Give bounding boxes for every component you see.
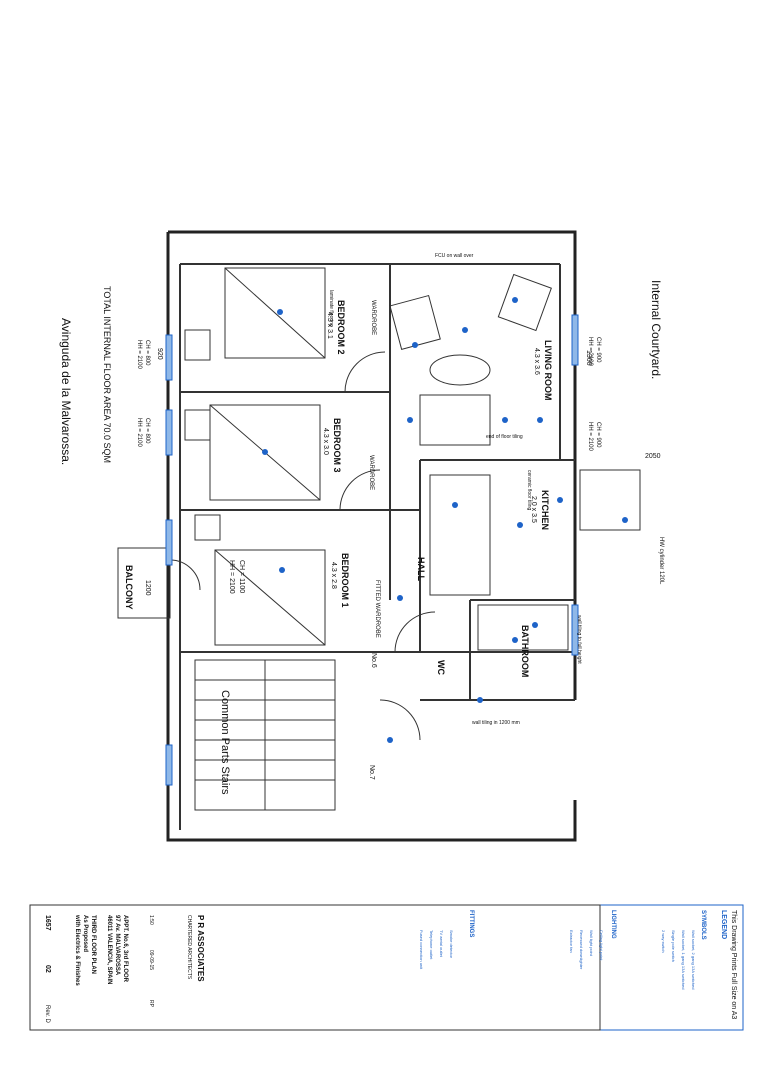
legend-line: Extractor fan	[569, 930, 574, 953]
legend-line: 2 way switch	[661, 930, 666, 953]
kitchen-dims: 2.0 x 3.5	[530, 496, 537, 523]
revision: Rev. D	[44, 1005, 50, 1024]
legend-line: Smoke detector	[449, 930, 454, 959]
legend-line: Telephone outlet	[429, 930, 434, 960]
lighting-title: LIGHTING	[610, 910, 616, 939]
living-room-dims: 4.3 x 3.6	[533, 348, 540, 375]
company-name: P R ASSOCIATES	[196, 915, 205, 982]
ch-1100-label: CH = 1100	[238, 560, 245, 593]
drawing-subtitle-2: with Electrics & Finishes	[74, 914, 80, 986]
drawing-subtitle-1: As Proposed	[82, 915, 88, 952]
company-subtitle: CHARTERED ARCHITECTS	[186, 915, 192, 980]
door-swings	[169, 351, 436, 741]
print-note: This Drawing Prints Full Size on A3	[730, 910, 737, 1019]
ch-900b-label: CH = 900	[595, 422, 601, 448]
legend-line: Single pole switch	[671, 930, 676, 962]
living-room-label: LIVING ROOM	[543, 340, 553, 401]
fitted-wardrobe-label: FITTED WARDROBE	[374, 580, 380, 638]
ch-800b-label: CH = 800	[144, 418, 150, 444]
fcu-note: FCU on wall over	[435, 253, 474, 259]
legend-line: TV aerial outlet	[439, 930, 444, 958]
floor-area: TOTAL INTERNAL FLOOR AREA 70.0 SQM	[102, 286, 112, 463]
hw-cylinder-note: HW cylinder 120L	[658, 537, 664, 585]
hh-2100c-label: HH = 2100	[136, 340, 142, 370]
hh-2100b-label: HH = 2100	[587, 422, 593, 452]
dim-920: 920	[156, 348, 163, 360]
wall-tiling-note: wall tiling to full height	[576, 615, 582, 664]
balcony	[117, 547, 171, 619]
hall-label: HALL	[416, 557, 426, 581]
drawing-title: THIRD FLOOR PLAN	[90, 915, 96, 974]
ceramic-note: ceramic floor tiling	[526, 470, 532, 511]
drawn-by-value: RP	[148, 1000, 154, 1008]
end-floor-tiling-note: end of floor tiling	[486, 434, 523, 440]
wardrobe-label-b2: WARDROBE	[370, 300, 376, 335]
date-value: 09-09-15	[148, 950, 154, 970]
internal-walls	[179, 263, 575, 830]
scale-value: 1:50	[148, 915, 154, 925]
hh-2100-label: HH = 2100	[587, 337, 593, 367]
electrical-points	[262, 297, 628, 743]
legend-line: Wall light point	[589, 930, 594, 957]
bathroom-label: BATHROOM	[520, 625, 530, 677]
project-title: APPT. No.6, 3rd FLOOR	[122, 915, 128, 983]
hh-2100d-label: HH = 2100	[136, 418, 142, 448]
wc-label: WC	[436, 660, 446, 675]
symbols-title: SYMBOLS	[700, 910, 706, 940]
stairs-label: Common Parts Stairs	[219, 690, 231, 795]
bedroom-2-dims: 4.3 x 3.1	[326, 312, 333, 339]
legend-line: Fused connection unit	[419, 930, 424, 970]
legend-line: Wall socket, 2 gang 13A switched	[691, 930, 696, 989]
title-block-frame	[29, 904, 601, 1031]
courtyard-label: Internal Courtyard.	[649, 280, 663, 379]
windows	[165, 314, 579, 786]
dim-1200: 1200	[144, 580, 151, 596]
ch-900-label: CH = 900	[595, 337, 601, 363]
hh-2100e-label: HH = 2100	[228, 560, 235, 594]
legend-block: This Drawing Prints Full Size on A3 LEGE…	[29, 904, 744, 1031]
legend-line: Recessed downlighter	[579, 930, 584, 970]
ch-800-label: CH = 800	[144, 340, 150, 366]
flat-6-label: No.6	[370, 653, 377, 668]
project-address-1: 97 Av. MALVAROSSA	[114, 915, 120, 976]
job-number: 1657	[44, 915, 51, 931]
bedroom-1-dims: 4.3 x 2.8	[330, 562, 337, 589]
bedroom-3-dims: 4.3 x 3.0	[322, 428, 329, 455]
bedroom-3-label: BEDROOM 3	[332, 418, 342, 473]
laminate-note: laminate flooring	[328, 290, 334, 327]
wardrobe-label-b3: WARDROBE	[368, 455, 374, 490]
dim-1300: 1300	[585, 350, 592, 366]
legend-line: Ceiling light point	[599, 930, 604, 961]
bedroom-2-label: BEDROOM 2	[336, 300, 346, 355]
bedroom-1-label: BEDROOM 1	[340, 553, 350, 608]
legend-line: Wall socket, 1 gang 13A switched	[681, 930, 686, 989]
kitchen-label: KITCHEN	[540, 490, 550, 530]
balcony-label: BALCONY	[124, 565, 134, 610]
flat-7-label: No.7	[368, 765, 375, 780]
common-stairs	[194, 659, 336, 811]
drawing-number: 02	[44, 965, 51, 973]
legend-title: LEGEND	[720, 910, 727, 939]
plan-labels: Avinguda de la Malvarossa. TOTAL INTERNA…	[59, 253, 664, 795]
project-address-2: 46011 VALENCIA, SPAIN	[106, 915, 112, 984]
dim-2050: 2050	[645, 453, 661, 460]
street-name: Avinguda de la Malvarossa.	[59, 318, 73, 465]
wall-tiling-1200-note: wall tiling in 1200 mm	[472, 720, 520, 726]
fittings-title: FITTINGS	[468, 910, 474, 937]
